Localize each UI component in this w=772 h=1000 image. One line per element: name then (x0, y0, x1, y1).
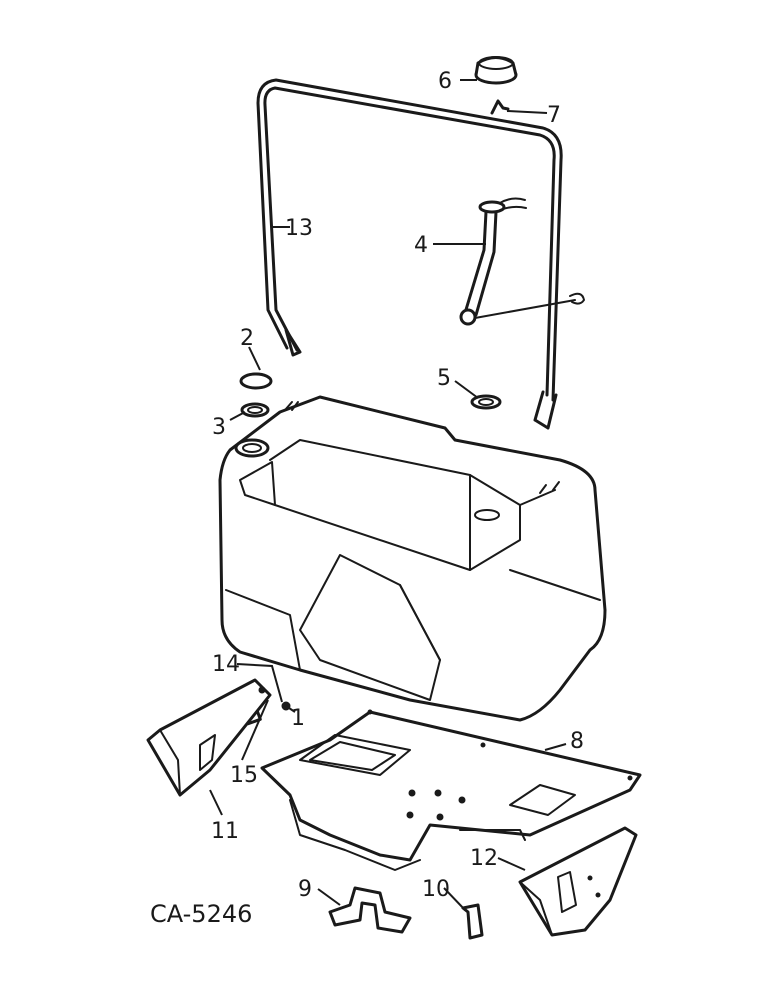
small-bracket-part (461, 903, 484, 940)
callout-9: 9 (298, 877, 312, 902)
sender-gasket-part (470, 394, 502, 410)
tank-strap-part (256, 78, 563, 430)
callout-1: 1 (291, 706, 305, 731)
callout-8: 8 (570, 729, 584, 754)
callout-14: 14 (212, 652, 240, 677)
diagram-code: CA-5246 (150, 900, 252, 928)
callout-3: 3 (212, 415, 226, 440)
callout-15: 15 (230, 763, 258, 788)
callout-12: 12 (470, 846, 498, 871)
callout-4: 4 (414, 233, 428, 258)
callout-5: 5 (437, 366, 451, 391)
fuel-tank (218, 395, 607, 722)
right-bracket-part (518, 826, 638, 937)
callout-13: 13 (285, 216, 313, 241)
cap-small-part (239, 372, 273, 390)
callout-6: 6 (438, 69, 452, 94)
left-bracket-part (146, 678, 272, 797)
sender-unit-part (459, 197, 585, 326)
gasket-part (240, 402, 270, 418)
callout-11: 11 (211, 819, 239, 844)
clip-part (490, 99, 510, 115)
leader-lines (209, 79, 567, 911)
callout-10: 10 (422, 877, 450, 902)
mounting-plate-part (260, 709, 642, 871)
callout-7: 7 (547, 103, 561, 128)
cap-part (474, 56, 518, 85)
u-clamp-part (328, 886, 412, 934)
callout-2: 2 (240, 326, 254, 351)
